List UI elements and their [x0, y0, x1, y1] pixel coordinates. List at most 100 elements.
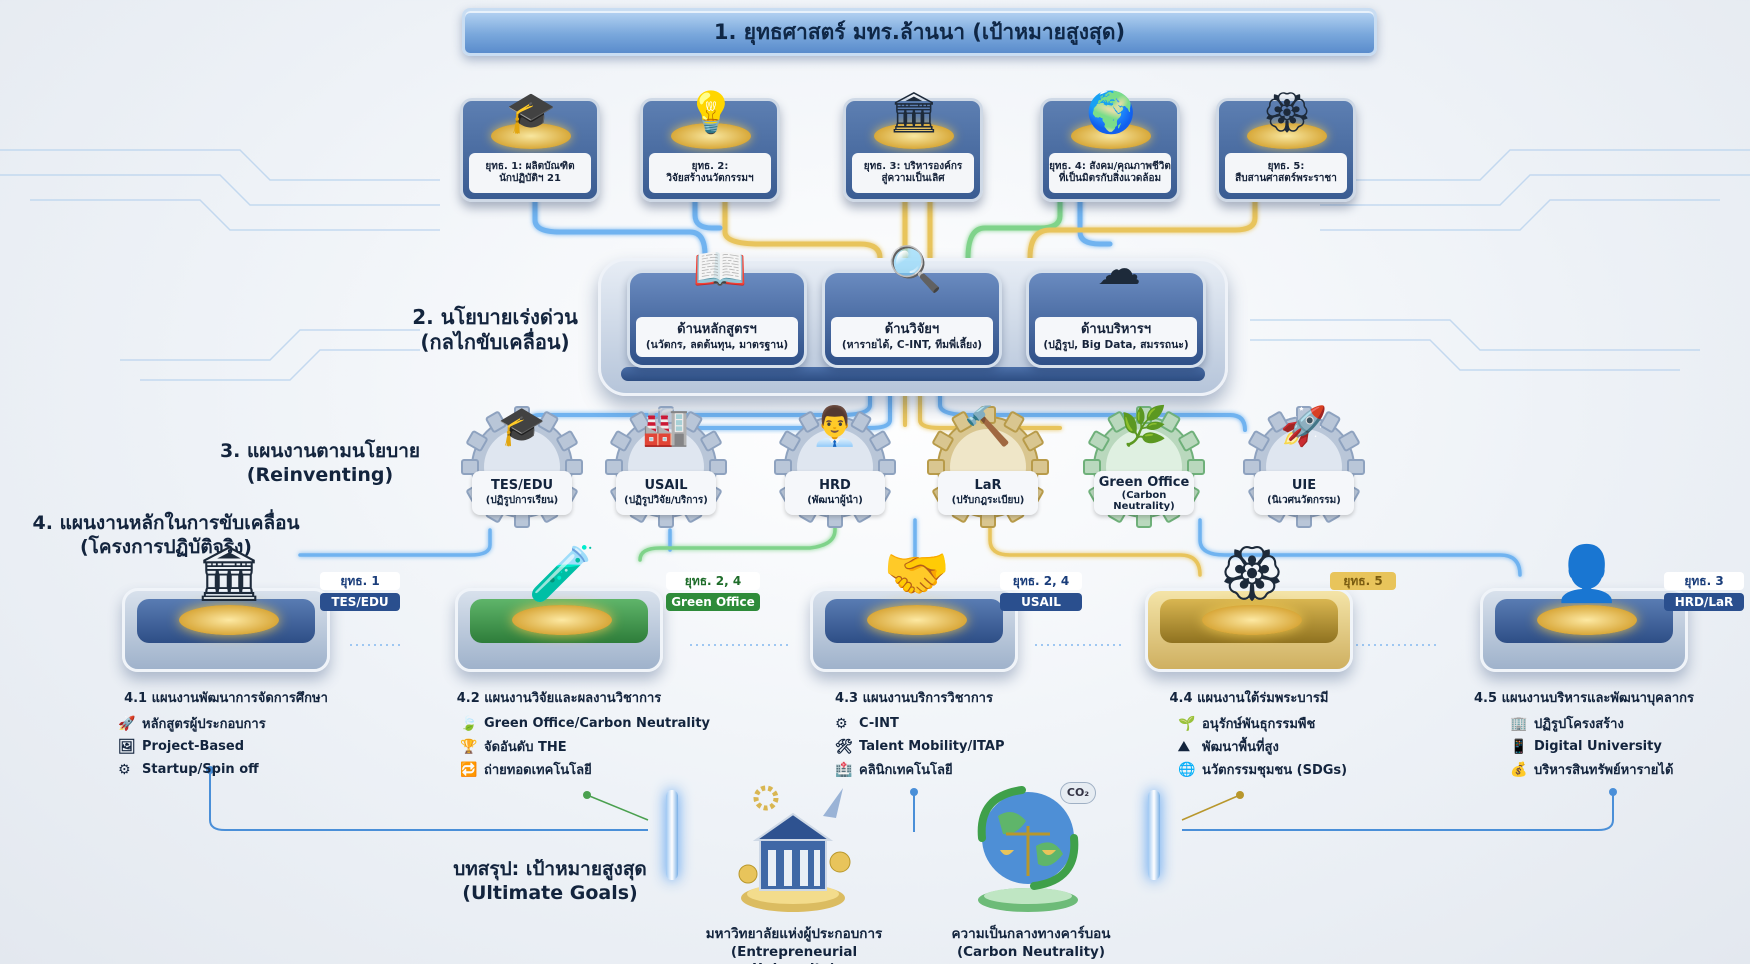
handshake-icon: 🤝 — [883, 542, 951, 605]
tag-strategy: ยุทธ. 1 — [320, 572, 400, 590]
gear-tooth — [774, 459, 792, 475]
gear-tooth — [1319, 411, 1341, 433]
list-item[interactable]: 📱Digital University — [1510, 738, 1662, 755]
gear-tooth — [980, 406, 996, 424]
sprout-icon: 🌱 — [1178, 715, 1196, 732]
gear-tooth — [1083, 459, 1101, 475]
gear-tooth — [878, 459, 896, 475]
clinic-icon: 🏥 — [835, 761, 853, 778]
gear-tooth — [1022, 430, 1044, 452]
policy-heading: 2. นโยบายเร่งด่วน (กลไกขับเคลื่อน) — [395, 305, 595, 355]
gear-tooth — [1296, 406, 1312, 424]
gear-tooth — [951, 411, 973, 433]
list-item[interactable]: 🌐นวัตกรรมชุมชน (SDGs) — [1178, 761, 1348, 779]
transfer-icon: 🔁 — [460, 761, 478, 778]
list-item[interactable]: ⚙Startup/Spin off — [118, 761, 259, 778]
gear-sub: (ปฏิรูปวิจัย/บริการ) — [624, 495, 708, 506]
gear-tooth — [1243, 459, 1261, 475]
leader-icon: 👨‍💼 — [811, 403, 859, 448]
royal-emblem-icon: 🏵 — [1217, 542, 1287, 605]
workplan-heading-line2: (Reinventing) — [246, 463, 394, 486]
tag-strategy: ยุทธ. 2, 4 — [1000, 572, 1082, 590]
gear-usail[interactable]: 🏭 USAIL(ปฏิรูปวิจัย/บริการ) — [604, 404, 728, 529]
list-item[interactable]: ⚙C-INT — [835, 715, 899, 732]
gear-hrd[interactable]: 👨‍💼 HRD (พัฒนาผู้นำ) — [773, 404, 897, 529]
gear-tooth — [658, 406, 674, 424]
list-item[interactable]: 🌱อนุรักษ์พันธุกรรมพืช — [1178, 715, 1316, 733]
strategy-card-1[interactable]: 🎓 ยุทธ. 1: ผลิตบัณฑิตนักปฏิบัติฯ 21 — [460, 90, 600, 202]
policy-title: ด้านบริหารฯ — [1080, 321, 1151, 337]
gear-tooth — [1347, 459, 1365, 475]
strategy-card-3[interactable]: 🏛 ยุทธ. 3: บริหารองค์กรสู่ความเป็นเลิศ — [843, 90, 983, 202]
tablet-icon: 📱 — [1510, 738, 1528, 755]
tag-strategy: ยุทธ. 5 — [1330, 572, 1396, 590]
plan-4-1[interactable]: 🏛 4.1 แผนงานพัฒนาการจัดการศึกษา — [122, 542, 330, 706]
gear-tooth — [629, 411, 651, 433]
plan-4-5-items: 🏢ปฏิรูปโครงสร้าง 📱Digital University 💰บร… — [1510, 712, 1750, 781]
globe-scale-icon: CO₂ — [958, 776, 1098, 916]
board-icon: 🖼 — [118, 738, 136, 755]
gear-icon: ⚙ — [835, 715, 848, 732]
plan-4-4-tag: ยุทธ. 5 — [1330, 572, 1396, 612]
list-item[interactable]: 💰บริหารสินทรัพย์หารายได้ — [1510, 761, 1674, 779]
rocket-icon: 🚀 — [118, 715, 136, 732]
plan-4-2[interactable]: 🧪 4.2 แผนงานวิจัยและผลงานวิชาการ — [455, 542, 663, 706]
gear-title: USAIL — [644, 478, 688, 493]
list-item[interactable]: 🔁ถ่ายทอดเทคโนโลยี — [460, 761, 592, 779]
plan-title: 4.5 แผนงานบริหารและพัฒนาบุคลากร — [1474, 691, 1694, 706]
gear-tooth — [1178, 430, 1200, 452]
trophy-icon: 🏆 — [460, 738, 478, 755]
policy-sub: (นวัตกร, ลดต้นทุน, มาตรฐาน) — [645, 338, 789, 351]
plan-title: 4.3 แผนงานบริการวิชาการ — [835, 691, 993, 706]
list-item[interactable]: 🏢ปฏิรูปโครงสร้าง — [1510, 715, 1624, 733]
mountain-icon: ⛰ — [1178, 738, 1190, 755]
glow-disc — [1071, 123, 1151, 149]
plan-4-2-items: 🍃Green Office/Carbon Neutrality 🏆จัดอันด… — [460, 712, 740, 781]
gear-tooth — [605, 459, 623, 475]
gear-green-office[interactable]: 🌿 Green Office(Carbon Neutrality) — [1082, 404, 1206, 529]
policy-administration[interactable]: ☁ ด้านบริหารฯ(ปฏิรูป, Big Data, สมรรถนะ) — [1026, 244, 1206, 368]
gear-lar[interactable]: 🔨 LaR(ปรับกฎระเบียบ) — [926, 404, 1050, 529]
goal-line2: (Entrepreneurial University) — [730, 943, 858, 964]
gear-uie[interactable]: 🚀 UIE(นิเวศนวัตกรรม) — [1242, 404, 1366, 529]
strategy-banner: 1. ยุทธศาสตร์ มทร.ล้านนา (เป้าหมายสูงสุด… — [462, 8, 1377, 56]
co2-badge: CO₂ — [1060, 782, 1096, 804]
list-item[interactable]: 🛠Talent Mobility/ITAP — [835, 738, 1005, 755]
gear-tooth — [1136, 406, 1152, 424]
coin-magnifier-icon: 🔍 — [887, 244, 943, 295]
list-item[interactable]: 🏆จัดอันดับ THE — [460, 738, 567, 756]
leaf-plug-icon: 🌿 — [1120, 403, 1168, 448]
strategy-card-2[interactable]: 💡 ยุทธ. 2:วิจัยสร้างนวัตกรรมฯ — [640, 90, 780, 202]
plan-4-4[interactable]: 🏵 4.4 แผนงานใต้ร่มพระบารมี — [1145, 542, 1353, 706]
list-item[interactable]: ⛰พัฒนาพื้นที่สูง — [1178, 738, 1279, 756]
gavel-icon: 🔨 — [964, 403, 1012, 448]
gear-sub: (พัฒนาผู้นำ) — [807, 495, 863, 506]
strategy-card-5[interactable]: 🏵 ยุทธ. 5:สืบสานศาสตร์พระราชา — [1216, 90, 1356, 202]
gear-title: HRD — [819, 478, 851, 493]
graduate-gear-icon: 🎓 — [506, 89, 556, 136]
gear-tooth — [927, 459, 945, 475]
policy-research[interactable]: 🔍 ด้านวิจัยฯ(หารายได้, C-INT, ทีมพี่เลี้… — [822, 244, 1002, 368]
gear-tes-edu[interactable]: 🎓 TES/EDU(ปฏิรูปการเรียน) — [460, 404, 584, 529]
policy-sub: (หารายได้, C-INT, ทีมพี่เลี้ยง) — [841, 338, 983, 351]
list-item[interactable]: 🍃Green Office/Carbon Neutrality — [460, 715, 711, 732]
plan-4-1-tag: ยุทธ. 1 TES/EDU — [320, 572, 400, 612]
gear-tooth — [1088, 430, 1110, 452]
strategy-card-4[interactable]: 🌍 ยุทธ. 4: สังคม/คุณภาพชีวิตที่เป็นมิตรก… — [1040, 90, 1180, 202]
gear-tooth — [1159, 411, 1181, 433]
list-item[interactable]: 🖼Project-Based — [118, 738, 245, 755]
goal-entrepreneurial: มหาวิทยาลัยแห่งผู้ประกอบการ (Entrepreneu… — [694, 926, 894, 964]
list-item[interactable]: 🚀หลักสูตรผู้ประกอบการ — [118, 715, 266, 733]
tag-program: USAIL — [1000, 593, 1082, 611]
gear-tooth — [932, 430, 954, 452]
gear-tooth — [850, 411, 872, 433]
royal-emblem-icon: 🏵 — [1261, 89, 1313, 136]
plan-4-3[interactable]: 🤝 4.3 แผนงานบริการวิชาการ — [810, 542, 1018, 706]
list-item[interactable]: 🏥คลินิกเทคโนโลยี — [835, 761, 953, 779]
gear-sub: (ปรับกฎระเบียบ) — [951, 495, 1025, 506]
policy-curriculum[interactable]: 📖 ด้านหลักสูตรฯ(นวัตกร, ลดต้นทุน, มาตรฐา… — [627, 244, 807, 368]
goal-carbon-neutrality: ความเป็นกลางทางคาร์บอน (Carbon Neutralit… — [936, 926, 1126, 961]
plan-4-5[interactable]: 👤 4.5 แผนงานบริหารและพัฒนาบุคลากร — [1474, 542, 1694, 706]
rocket-icon: 🚀 — [1280, 403, 1328, 448]
strategy-line1: ยุทธ. 2: — [691, 160, 729, 172]
